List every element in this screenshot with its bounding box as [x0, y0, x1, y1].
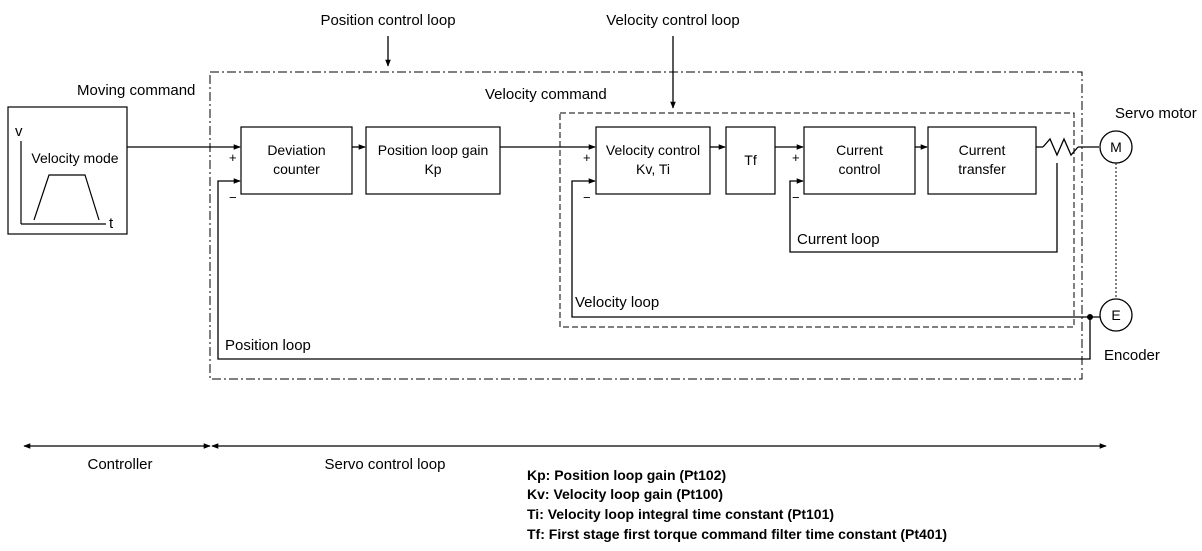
- position-loop-gain-line1: Position loop gain: [378, 142, 489, 158]
- current-transfer-line2: transfer: [958, 161, 1006, 177]
- velocity-control-line2: Kv, Ti: [636, 161, 670, 177]
- velocity-minus-sign: −: [583, 190, 591, 205]
- velocity-control-line1: Velocity control: [606, 142, 700, 158]
- current-control-line2: control: [838, 161, 880, 177]
- legend-kp: Kp: Position loop gain (Pt102): [527, 467, 726, 483]
- moving-command-label: Moving command: [77, 82, 195, 99]
- tf-label: Tf: [744, 152, 757, 168]
- deviation-counter-block: Deviation counter: [240, 126, 353, 195]
- legend-ti: Ti: Velocity loop integral time constant…: [527, 506, 834, 522]
- v-axis-label: v: [15, 123, 23, 140]
- encoder-icon: [1099, 298, 1133, 332]
- current-control-line1: Current: [836, 142, 883, 158]
- position-loop-gain-block: Position loop gain Kp: [365, 126, 501, 195]
- legend-tf: Tf: First stage first torque command fil…: [527, 526, 947, 542]
- feedback-junction: [1087, 314, 1093, 320]
- velocity-plus-sign: +: [583, 150, 591, 165]
- servo-motor-label: Servo motor: [1115, 105, 1197, 122]
- velocity-loop-label: Velocity loop: [575, 294, 659, 311]
- t-axis-label: t: [109, 215, 114, 232]
- current-loop-feedback: [789, 163, 1058, 253]
- servo-control-loop-range-label: Servo control loop: [325, 456, 446, 473]
- controller-range-label: Controller: [87, 456, 152, 473]
- position-loop-feedback: [217, 178, 1091, 360]
- velocity-control-loop-label: Velocity control loop: [606, 12, 739, 29]
- controller-profile-box: v t Velocity mode: [7, 106, 128, 235]
- velocity-command-label: Velocity command: [485, 86, 607, 103]
- trapezoid-profile: [33, 174, 100, 221]
- deviation-counter-line2: counter: [273, 161, 320, 177]
- velocity-mode-label: Velocity mode: [31, 150, 118, 166]
- motor-symbol: M: [1110, 139, 1122, 155]
- encoder-symbol: E: [1111, 307, 1120, 323]
- encoder-label: Encoder: [1104, 347, 1160, 364]
- velocity-loop-feedback: [571, 178, 1100, 318]
- current-transfer-line1: Current: [959, 142, 1006, 158]
- position-control-loop-label: Position control loop: [320, 12, 455, 29]
- deviation-plus-sign: +: [229, 150, 237, 165]
- forward-path: [127, 137, 1099, 157]
- deviation-minus-sign: −: [229, 190, 237, 205]
- velocity-control-loop-boundary: [559, 112, 1075, 328]
- tf-block: Tf: [725, 126, 776, 195]
- current-loop-label: Current loop: [797, 231, 880, 248]
- current-transfer-block: Current transfer: [927, 126, 1037, 195]
- legend-kv: Kv: Velocity loop gain (Pt100): [527, 486, 723, 502]
- deviation-counter-line1: Deviation: [267, 142, 325, 158]
- position-control-loop-boundary: [209, 71, 1083, 380]
- velocity-control-block: Velocity control Kv, Ti: [595, 126, 711, 195]
- current-minus-sign: −: [792, 190, 800, 205]
- current-plus-sign: +: [792, 150, 800, 165]
- current-control-block: Current control: [803, 126, 916, 195]
- position-loop-label: Position loop: [225, 337, 311, 354]
- position-loop-gain-line2: Kp: [424, 161, 441, 177]
